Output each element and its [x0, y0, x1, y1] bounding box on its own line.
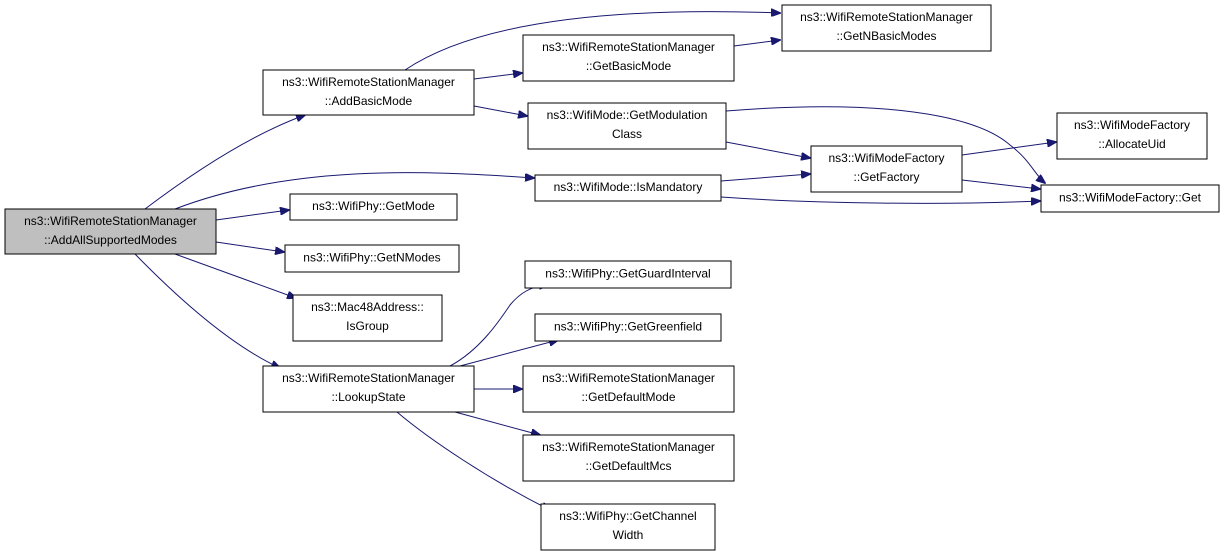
node-label: ns3::WifiRemoteStationManager — [542, 40, 715, 54]
node-label: ::GetBasicMode — [586, 59, 672, 73]
node-label: ::AddBasicMode — [325, 94, 413, 108]
node-label: ::AllocateUid — [1098, 137, 1165, 151]
node-label: ns3::WifiRemoteStationManager — [542, 371, 715, 385]
node-allocate-uid[interactable]: ns3::WifiModeFactory ::AllocateUid — [1056, 112, 1208, 160]
node-factory-get[interactable]: ns3::WifiModeFactory::Get — [1040, 184, 1220, 213]
node-add-basic-mode[interactable]: ns3::WifiRemoteStationManager ::AddBasic… — [262, 69, 475, 116]
edge-lookup-state-to-get-channel-width — [396, 411, 550, 510]
edge-root-to-is-mandatory — [174, 172, 534, 210]
node-label: ns3::WifiModeFactory — [1074, 118, 1190, 132]
node-get-greenfield[interactable]: ns3::WifiPhy::GetGreenfield — [534, 313, 722, 342]
node-get-channel-width[interactable]: ns3::WifiPhy::GetChannel Width — [540, 503, 716, 551]
node-is-group[interactable]: ns3::Mac48Address:: IsGroup — [292, 294, 443, 342]
edge-root-to-is-group — [174, 253, 296, 298]
edge-is-mandatory-to-factory-get — [720, 196, 1040, 203]
node-label: IsGroup — [346, 319, 389, 333]
node-label: ns3::WifiRemoteStationManager — [282, 371, 455, 385]
edges — [134, 12, 1056, 510]
node-label: ns3::WifiRemoteStationManager — [282, 75, 455, 89]
node-label: ns3::WifiRemoteStationManager — [24, 214, 197, 228]
edge-get-basic-mode-to-get-n-basic-modes — [733, 40, 780, 47]
node-get-basic-mode[interactable]: ns3::WifiRemoteStationManager ::GetBasic… — [522, 34, 735, 82]
node-label: ::AddAllSupportedModes — [44, 233, 177, 247]
edge-add-basic-mode-to-get-n-basic-modes — [404, 12, 780, 71]
node-label: Width — [613, 528, 644, 542]
node-get-n-basic-modes[interactable]: ns3::WifiRemoteStationManager ::GetNBasi… — [781, 4, 992, 52]
node-label: ns3::WifiPhy::GetChannel — [559, 509, 696, 523]
node-lookup-state[interactable]: ns3::WifiRemoteStationManager ::LookupSt… — [262, 365, 475, 413]
node-is-mandatory[interactable]: ns3::WifiMode::IsMandatory — [534, 174, 722, 202]
edge-add-basic-mode-to-get-modulation-class — [473, 105, 527, 116]
node-label: ns3::WifiModeFactory::Get — [1059, 191, 1202, 205]
node-label: Class — [612, 127, 642, 141]
edge-add-basic-mode-to-get-basic-mode — [473, 73, 522, 80]
edge-root-to-lookup-state — [134, 253, 280, 368]
edge-is-mandatory-to-get-factory — [720, 174, 810, 182]
edge-lookup-state-to-get-guard-interval — [449, 284, 548, 367]
node-get-default-mcs[interactable]: ns3::WifiRemoteStationManager ::GetDefau… — [522, 434, 735, 482]
node-label: ns3::WifiMode::IsMandatory — [554, 180, 703, 194]
node-get-mode[interactable]: ns3::WifiPhy::GetMode — [289, 193, 458, 221]
node-label: ::GetDefaultMode — [581, 390, 675, 404]
node-get-guard-interval[interactable]: ns3::WifiPhy::GetGuardInterval — [524, 260, 732, 289]
nodes: ns3::WifiRemoteStationManager ::AddAllSu… — [4, 4, 1220, 551]
node-label: ns3::WifiPhy::GetNModes — [303, 251, 440, 265]
edge-get-factory-to-factory-get — [961, 179, 1040, 189]
edge-root-to-get-mode — [215, 210, 289, 221]
node-get-modulation-class[interactable]: ns3::WifiMode::GetModulation Class — [527, 102, 727, 150]
edge-lookup-state-to-get-greenfield — [459, 340, 558, 367]
edge-root-to-get-n-modes — [215, 241, 284, 252]
edge-get-modulation-class-to-get-factory — [725, 141, 810, 158]
node-label: ns3::Mac48Address:: — [311, 300, 424, 314]
node-label: ns3::WifiRemoteStationManager — [542, 440, 715, 454]
node-get-n-modes[interactable]: ns3::WifiPhy::GetNModes — [284, 244, 460, 273]
node-label: ns3::WifiMode::GetModulation — [547, 108, 708, 122]
edge-root-to-add-basic-mode — [144, 115, 305, 210]
node-label: ::GetDefaultMcs — [585, 459, 671, 473]
node-get-factory[interactable]: ns3::WifiModeFactory ::GetFactory — [810, 145, 963, 193]
node-label: ::GetFactory — [853, 170, 919, 184]
node-label: ns3::WifiPhy::GetMode — [312, 199, 435, 213]
node-label: ns3::WifiModeFactory — [828, 151, 944, 165]
edge-get-factory-to-allocate-uid — [961, 142, 1056, 156]
edge-get-modulation-class-to-factory-get — [725, 106, 1045, 183]
node-label: ns3::WifiRemoteStationManager — [800, 10, 973, 24]
node-add-all-supported-modes[interactable]: ns3::WifiRemoteStationManager ::AddAllSu… — [4, 208, 217, 255]
node-label: ::GetNBasicModes — [836, 29, 936, 43]
node-get-default-mode[interactable]: ns3::WifiRemoteStationManager ::GetDefau… — [522, 365, 735, 413]
node-label: ns3::WifiPhy::GetGuardInterval — [545, 267, 710, 281]
node-label: ns3::WifiPhy::GetGreenfield — [554, 320, 702, 334]
edge-lookup-state-to-get-default-mcs — [454, 411, 540, 435]
node-label: ::LookupState — [331, 390, 405, 404]
